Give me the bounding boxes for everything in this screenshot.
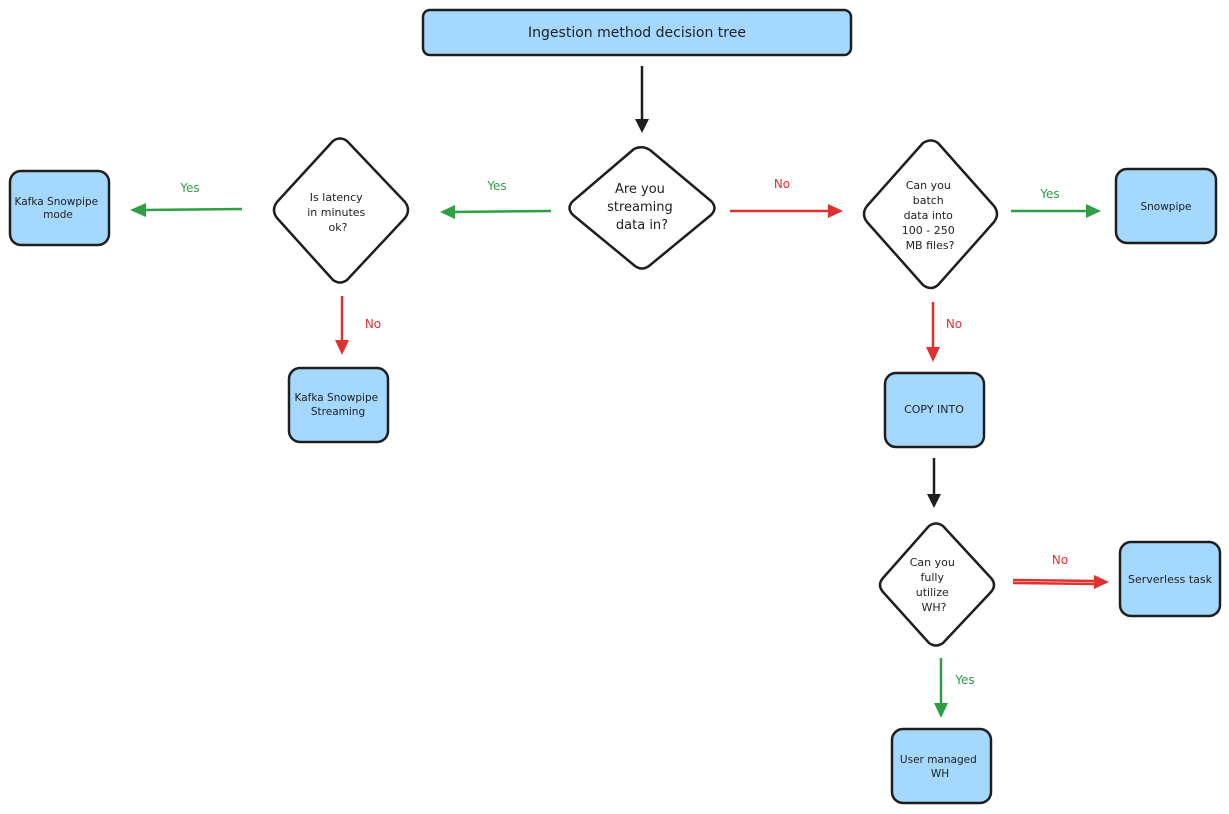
edge-title-to-streaming — [635, 66, 649, 133]
outcome-kafka-snowpipe-streaming: Kafka Snowpipe Streaming — [287, 366, 390, 444]
outcome-snowpipe-text: Snowpipe — [1140, 201, 1191, 213]
outcome-user-wh-text: User managed WH — [900, 754, 980, 780]
title-node: Ingestion method decision tree — [421, 8, 853, 57]
edge-label-yes: Yes — [179, 181, 199, 195]
outcome-snowpipe: Snowpipe — [1114, 167, 1218, 245]
edge-batch-no — [926, 302, 940, 362]
decision-batch-text: Can you batch data into 100 - 250 MB fil… — [902, 179, 958, 252]
decision-streaming-text: Are you streaming data in? — [607, 182, 677, 233]
decision-streaming: Are you streaming data in? — [568, 146, 716, 270]
edge-wh-no — [1012, 575, 1109, 589]
outcome-user-managed-wh: User managed WH — [890, 727, 993, 805]
edge-copy-to-wh — [927, 458, 941, 508]
outcome-copy-into-text: COPY INTO — [904, 403, 964, 416]
edge-label-no: No — [1052, 553, 1068, 567]
edge-label-no: No — [774, 177, 790, 191]
outcome-kafka-snowpipe-mode: Kafka Snowpipe mode — [8, 169, 111, 247]
edge-streaming-yes — [440, 205, 552, 219]
decision-latency-text: Is latency in minutes ok? — [307, 191, 369, 234]
decision-wh-text: Can you fully utilize WH? — [910, 556, 959, 614]
outcome-copy-into: COPY INTO — [883, 371, 986, 449]
decision-wh: Can you fully utilize WH? — [878, 522, 996, 647]
edge-label-yes: Yes — [486, 179, 506, 193]
outcome-kafka-streaming-text: Kafka Snowpipe Streaming — [295, 392, 382, 418]
edge-latency-yes — [130, 203, 243, 217]
edge-batch-yes — [1011, 204, 1101, 218]
outcome-serverless-task-text: Serverless task — [1128, 573, 1213, 586]
outcome-serverless-task: Serverless task — [1118, 540, 1222, 618]
edge-label-no: No — [365, 317, 381, 331]
decision-latency: Is latency in minutes ok? — [272, 137, 410, 284]
edge-wh-yes — [934, 658, 948, 718]
decision-batch: Can you batch data into 100 - 250 MB fil… — [862, 139, 999, 290]
outcome-kafka-mode-text: Kafka Snowpipe mode — [15, 196, 102, 221]
edge-label-yes: Yes — [954, 673, 974, 687]
edge-latency-no — [335, 296, 349, 355]
edge-label-yes: Yes — [1039, 187, 1059, 201]
title-text: Ingestion method decision tree — [528, 25, 746, 41]
edge-label-no: No — [946, 317, 962, 331]
edge-streaming-no — [730, 204, 843, 218]
